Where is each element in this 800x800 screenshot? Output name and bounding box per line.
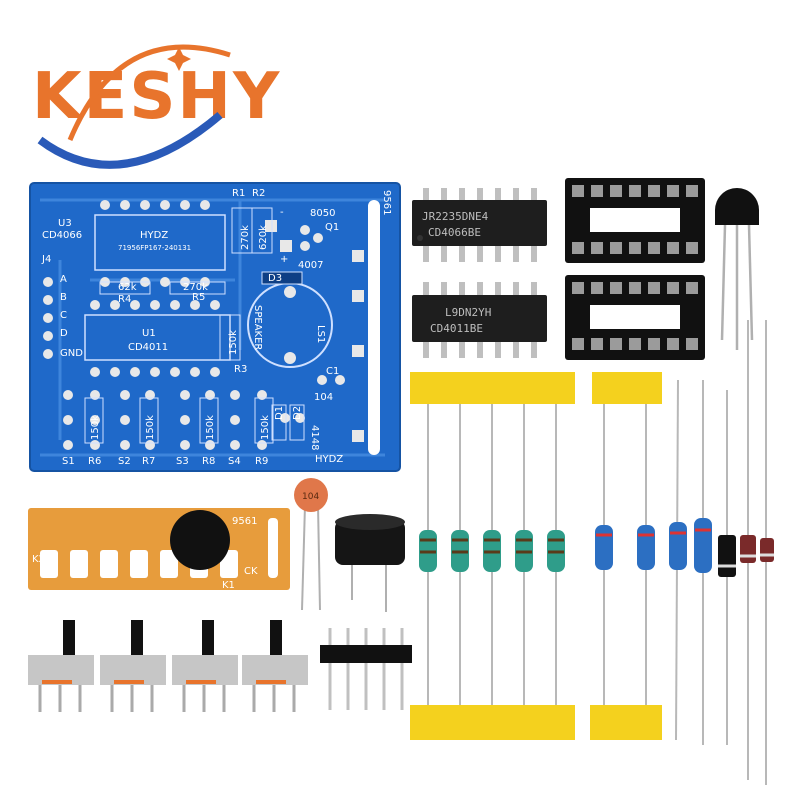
label-q1: Q1 [325,222,339,233]
label-c1: C1 [326,366,339,377]
module-k1: K1 [222,580,235,591]
module-ck: CK [244,566,258,577]
chip2-line1: L9DN2YH [445,306,491,319]
capacitor-label: 104 [302,492,319,502]
resistor-strip [410,320,774,785]
ic-socket-1 [565,178,705,263]
label-cd4011: CD4011 [128,342,168,353]
chip1-line1: JR2235DNE4 [422,210,489,223]
brand-logo-swoosh [37,44,231,169]
label-r2: R2 [252,188,265,199]
label-r3: R3 [234,364,247,375]
brand-logo-text: KESHY [32,60,282,134]
pcb-board: U3 CD4066 HYDZ 71956FP167-240131 R1 R2 2… [29,182,401,472]
transistor-8050 [715,188,759,350]
label-s2: S2 [118,456,131,467]
label-ls1: LS1 [315,325,326,343]
label-r6: R6 [88,456,101,467]
label-j4: J4 [41,254,51,265]
label-d2: D2 [292,406,303,420]
slide-switches [28,620,308,712]
label-9561: 9561 [381,190,392,215]
label-s1: S1 [62,456,75,467]
label-minus: - [280,207,284,218]
label-c: C [60,310,67,321]
label-b: B [60,292,67,303]
label-r8: R8 [202,456,215,467]
ic-socket-2 [565,275,705,360]
label-r5: R5 [192,292,205,303]
label-d3: D3 [268,273,282,284]
star-icon [167,47,191,71]
label-d: D [60,328,68,339]
label-r9: R9 [255,456,268,467]
label-620k: 620k [258,225,269,250]
pin-header [320,628,412,710]
label-u3: U3 [58,218,72,229]
label-150k-1: 150k [90,415,101,440]
label-150k-2: 150k [145,415,156,440]
label-270k-vert: 270k [240,225,251,250]
label-270k: 270k [183,282,208,293]
label-62k: 62k [118,282,137,293]
label-r4: R4 [118,294,131,305]
label-s4: S4 [228,456,241,467]
label-gnd: GND [60,348,83,359]
label-4007: 4007 [298,260,323,271]
label-r1: R1 [232,188,245,199]
chip2-line2: CD4011BE [430,322,483,335]
sound-module-board: 9561 K2 K1 CK [28,508,290,591]
label-104: 104 [314,392,333,403]
label-150k: 150k [228,330,239,355]
ceramic-capacitor-104: 104 [294,478,328,611]
label-a: A [60,274,67,285]
label-hydz-2: HYDZ [315,454,343,465]
label-hydz: HYDZ [140,230,168,241]
ic-chip-cd4066: JR2235DNE4 CD4066BE [412,188,547,262]
label-s3: S3 [176,456,189,467]
label-d1: D1 [274,406,285,420]
module-9561: 9561 [232,516,257,527]
label-4148: 4148 [309,425,320,450]
label-serial: 71956FP167-240131 [118,244,191,252]
label-8050: 8050 [310,208,335,219]
chip1-line2: CD4066BE [428,226,481,239]
label-r7: R7 [142,456,155,467]
label-cd4066: CD4066 [42,230,82,241]
ic-chip-cd4011: L9DN2YH CD4011BE [412,282,547,358]
label-150k-4: 150k [260,415,271,440]
buzzer [335,514,405,612]
label-speaker: SPEAKER [252,305,263,350]
label-150k-3: 150k [205,415,216,440]
label-u1: U1 [142,328,156,339]
label-plus: + [280,254,288,265]
module-k2: K2 [32,554,45,565]
